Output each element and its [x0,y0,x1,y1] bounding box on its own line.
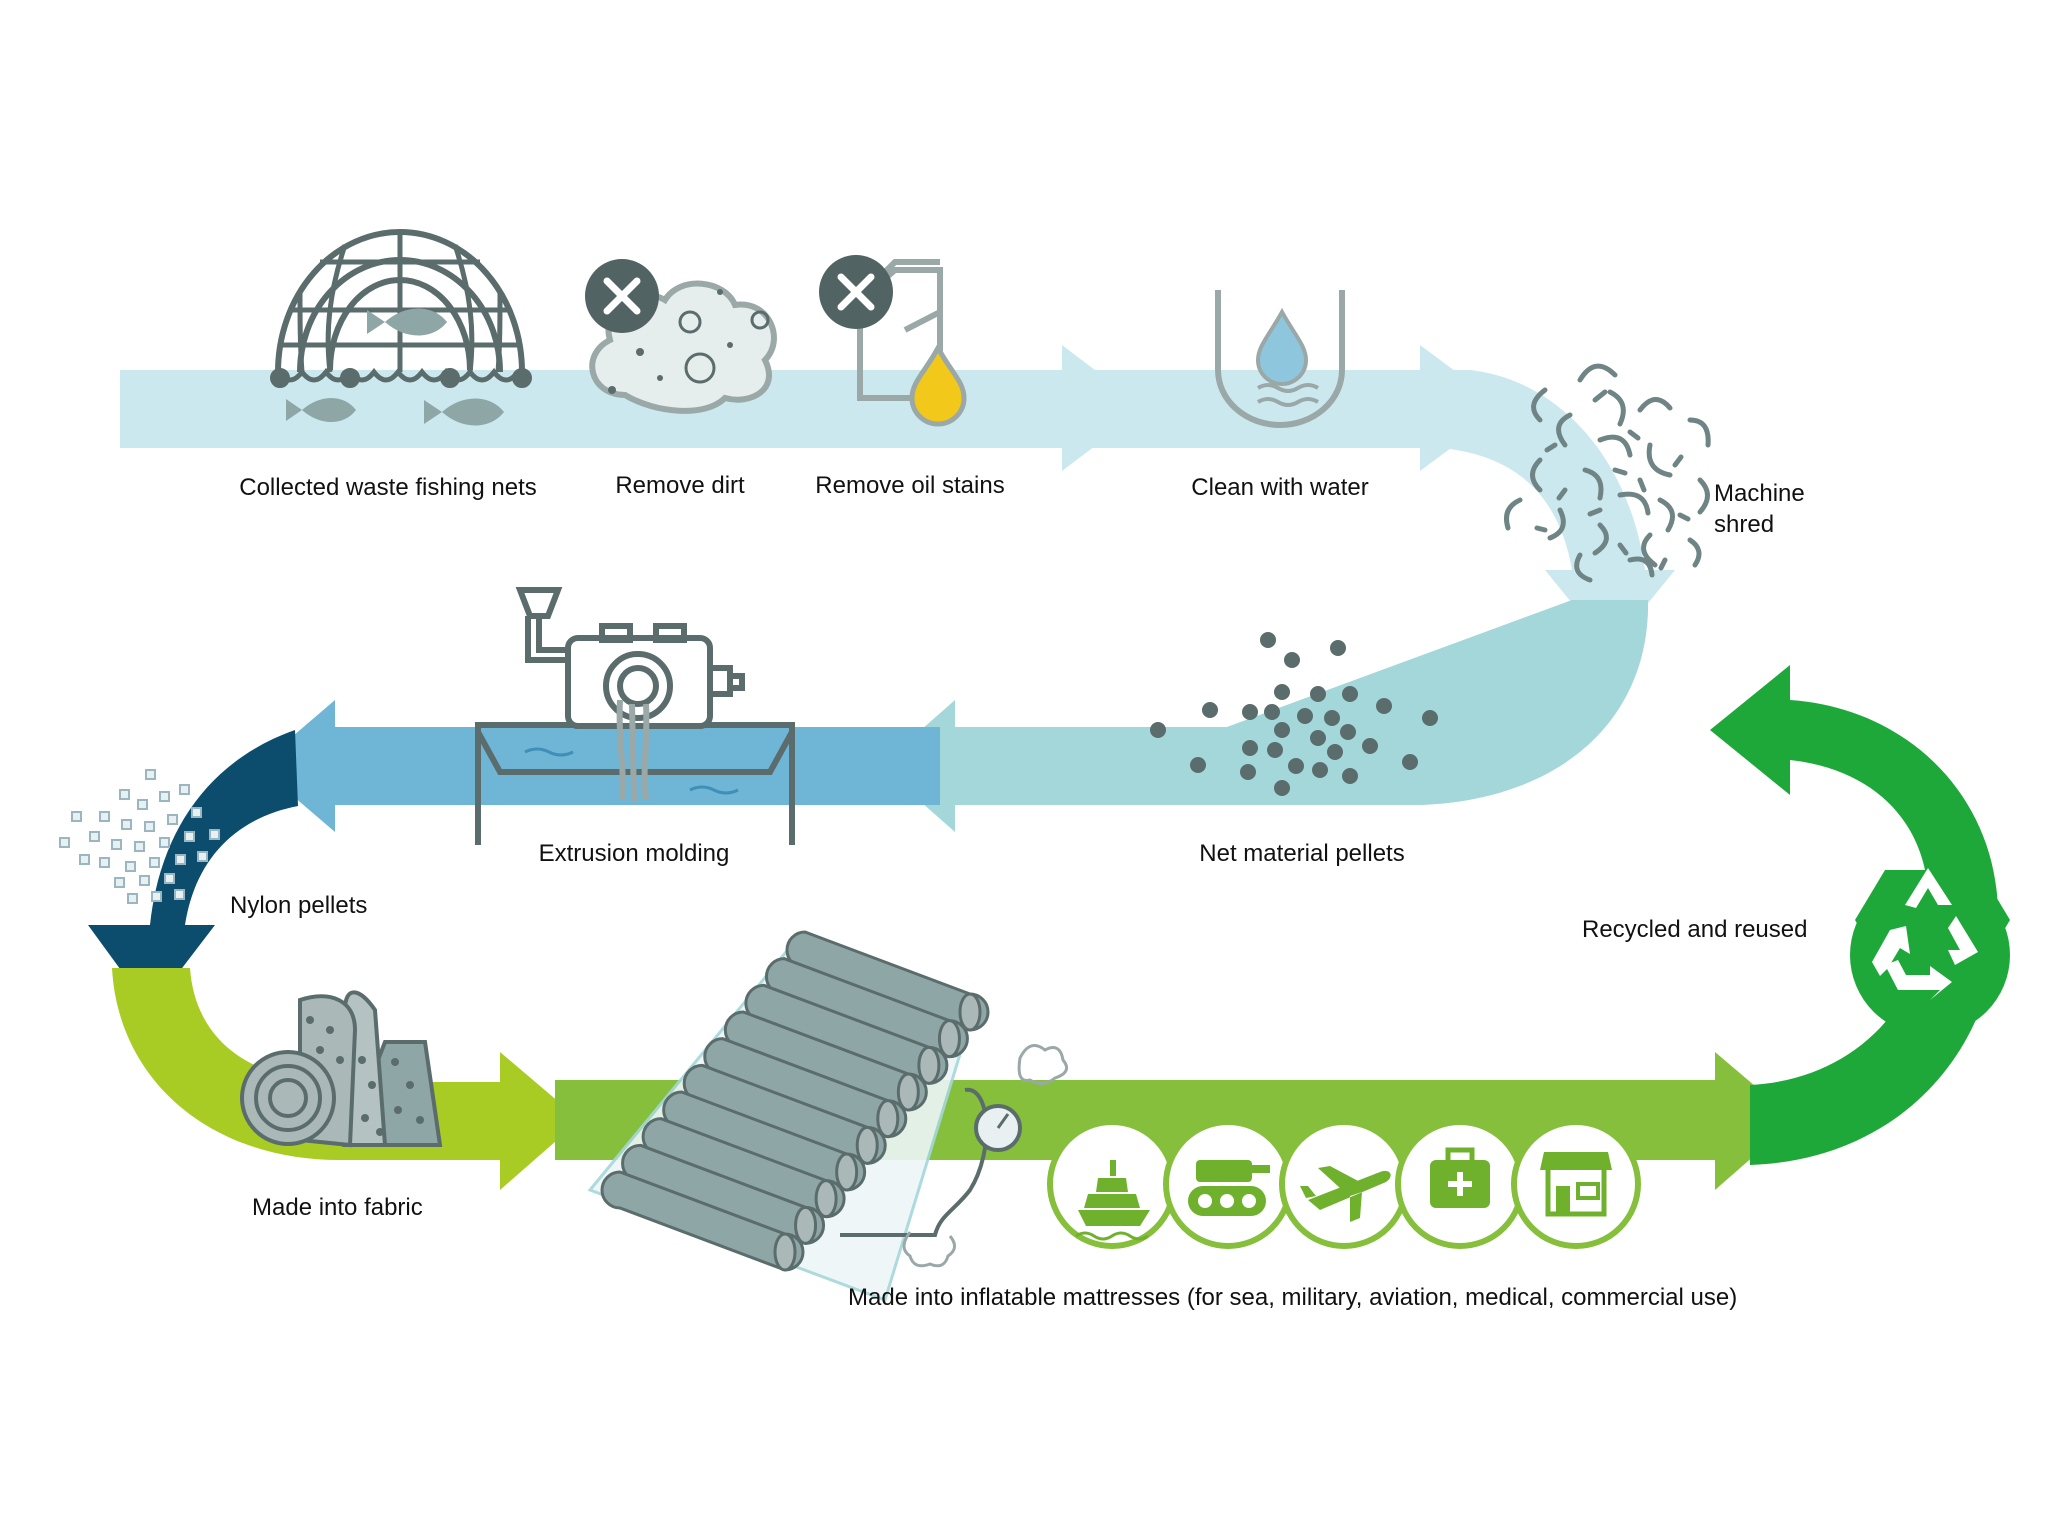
middle-flow-arrow [258,600,1649,832]
remove-oil-x-icon [819,255,893,329]
lime-curve-arrow [112,968,580,1190]
fabric-roll-icon [240,990,443,1148]
mattress-tube-end [958,992,982,1032]
label-recycled: Recycled and reused [1582,916,1808,943]
navy-curve-arrow [88,730,298,1010]
mattress-tube-end [855,1125,879,1165]
tank-icon [1163,1119,1293,1249]
mattress-tube-end [896,1072,920,1112]
shredded-fibers-icon [1504,363,1711,583]
label-net-pellets: Net material pellets [1199,840,1405,867]
label-mattress: Made into inflatable mattresses (for sea… [848,1284,1738,1311]
nylon-pellets-icon [59,769,220,904]
label-remove-dirt: Remove dirt [615,472,745,499]
mattress-tube-end [794,1205,818,1245]
label-machine-shred: Machine shred [1714,480,1805,538]
water-drop-icon [1255,307,1309,386]
label-extrusion: Extrusion molding [538,840,730,867]
material-pellets-icon [1150,632,1438,796]
extruder-machine-icon [475,587,795,845]
use-icons [1047,1119,1641,1249]
fishing-net-icon [270,229,532,388]
mattress-tube-end [835,1152,859,1192]
remove-dirt-x-icon [585,259,659,333]
inflatable-mattress-icon [587,930,1069,1302]
fish-icon [286,308,504,426]
label-clean-water: Clean with water [1191,474,1369,501]
recycle-icon [1850,868,2010,1035]
mattress-tube-end [814,1179,838,1219]
label-collected: Collected waste fishing nets [239,474,537,501]
mattress-tube-end [773,1232,797,1272]
label-remove-oil: Remove oil stains [815,472,1005,499]
medical-kit-icon [1395,1119,1525,1249]
store-icon [1511,1119,1641,1249]
mattress-tube-end [917,1045,941,1085]
water-basin-icon [1215,290,1345,428]
oil-drop-icon [909,342,967,427]
label-nylon-pellets: Nylon pellets [230,892,368,919]
ship-icon [1047,1119,1177,1249]
recycle-curve-arrow [1710,665,1999,1165]
airplane-icon [1279,1119,1409,1249]
mattress-tube-end [937,1019,961,1059]
label-fabric: Made into fabric [252,1194,423,1221]
mattress-tube-end [876,1099,900,1139]
